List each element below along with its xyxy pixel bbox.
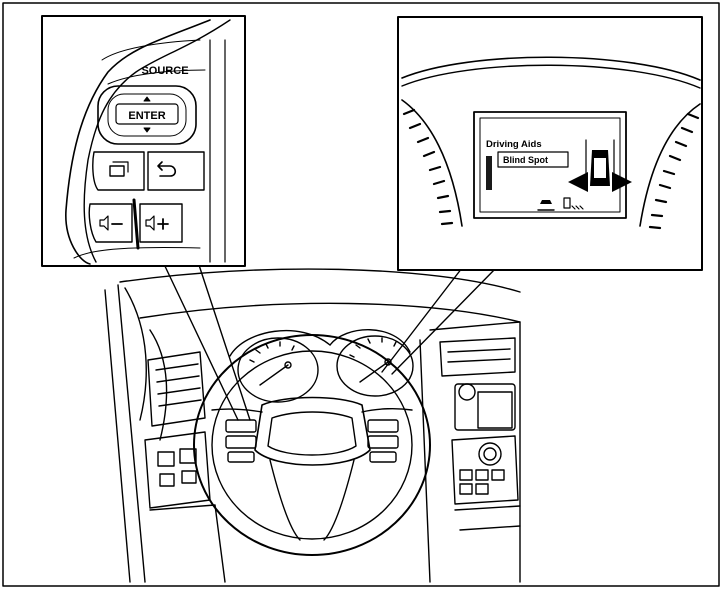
menu-item-label: Blind Spot: [503, 155, 548, 165]
source-button-label: SOURCE: [141, 65, 188, 77]
cluster-display-callout: Driving Aids Blind Spot: [398, 17, 702, 270]
menu-title: Driving Aids: [486, 139, 542, 150]
scroll-bar: [486, 156, 492, 190]
steering-switch-callout: SOURCE ENTER: [42, 16, 245, 266]
enter-button-label: ENTER: [128, 110, 165, 122]
